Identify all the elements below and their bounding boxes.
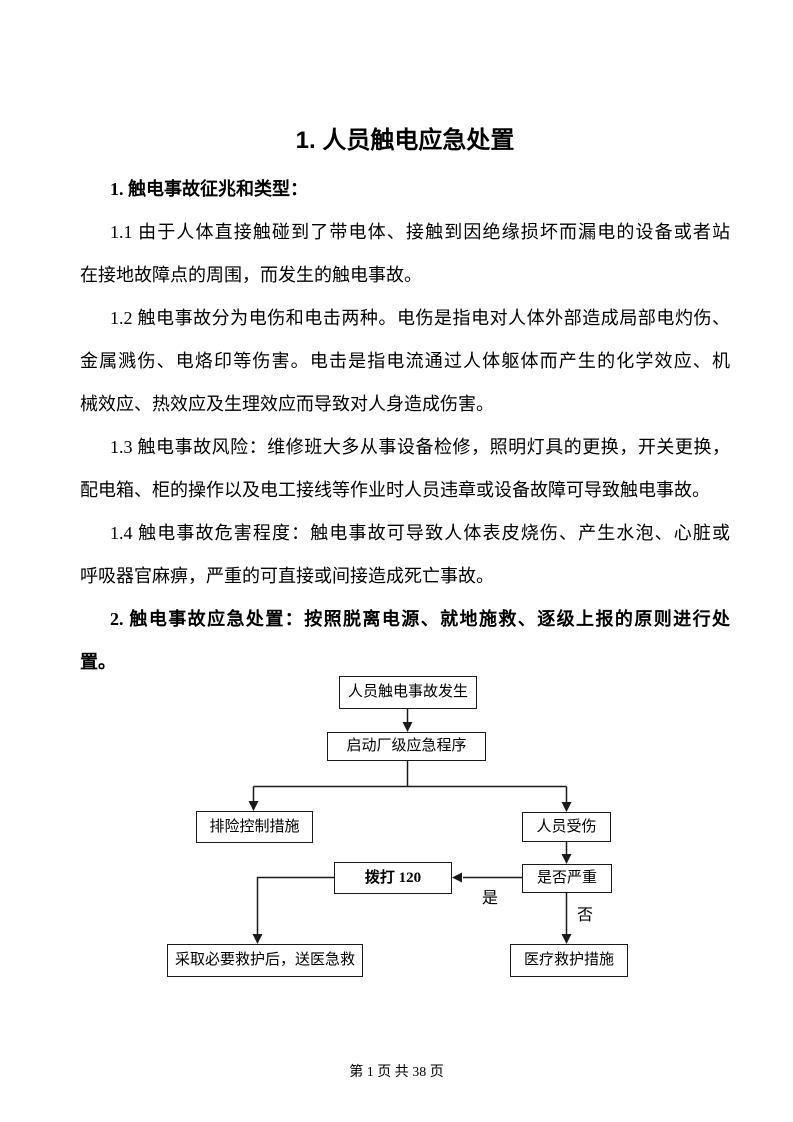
flow-node-personnel-injured: 人员受伤 [522,812,611,842]
section-heading-2: 2. 触电事故应急处置：按照脱离电源、就地施救、逐级上报的原则进行处 [110,609,730,629]
flow-node-start-emergency-procedure: 启动厂级应急程序 [327,732,486,761]
flow-node-risk-control-measures: 排险控制措施 [196,811,313,843]
paragraph-1-4-line: 呼吸器官麻痹，严重的可直接或间接造成死亡事故。 [80,566,494,586]
flow-node-label: 启动厂级应急程序 [346,738,467,754]
paragraph-1-2-line: 1.2 触电事故分为电伤和电击两种。电伤是指电对人体外部造成局部电灼伤、 [110,308,730,328]
flow-node-label: 采取必要救护后，送医急救 [174,952,355,968]
flow-node-medical-care-measures: 医疗救护措施 [510,944,628,977]
paragraph-1-2-line: 金属溅伤、电烙印等伤害。电击是指电流通过人体躯体而产生的化学效应、机 [80,351,730,371]
branch-label-no: 否 [577,907,594,924]
flow-node-call-120: 拨打 120 [334,862,452,894]
document-body: 1. 人员触电应急处置 1. 触电事故征兆和类型： 1.1 由于人体直接触碰到了… [80,124,730,684]
paragraph-1-3-line: 1.3 触电事故风险：维修班大多从事设备检修，照明灯具的更换，开关更换， [110,437,730,457]
flow-node-is-serious-decision: 是否严重 [522,864,612,893]
flow-node-rescue-then-hospital: 采取必要救护后，送医急救 [167,944,363,977]
body-text: 1. 触电事故征兆和类型： 1.1 由于人体直接触碰到了带电体、接触到因绝缘损坏… [80,168,730,684]
paragraph-1-2-line: 械效应、热效应及生理效应而导致对人身造成伤害。 [80,394,494,414]
flow-node-label: 拨打 120 [364,869,422,886]
flow-node-label: 是否严重 [536,870,597,886]
branch-label-yes: 是 [482,890,499,907]
paragraph-1-1-line: 1.1 由于人体直接触碰到了带电体、接触到因绝缘损坏而漏电的设备或者站 [110,222,730,242]
page-number-footer: 第 1 页 共 38 页 [349,1065,444,1080]
paragraph-1-4-line: 1.4 触电事故危害程度：触电事故可导致人体表皮烧伤、产生水泡、心脏或 [110,523,730,543]
flow-node-accident-occurs: 人员触电事故发生 [339,676,477,709]
flow-node-label: 医疗救护措施 [523,952,614,968]
section-heading-1: 1. 触电事故征兆和类型： [110,179,308,199]
page-title: 1. 人员触电应急处置 [295,127,515,154]
section-heading-2: 置。 [80,652,116,672]
flow-node-label: 人员受伤 [536,818,597,835]
paragraph-1-1-line: 在接地故障点的周围，而发生的触电事故。 [80,265,422,285]
flow-node-label: 排险控制措施 [209,818,300,835]
paragraph-1-3-line: 配电箱、柜的操作以及电工接线等作业时人员违章或设备故障可导致触电事故。 [80,480,710,500]
flow-node-label: 人员触电事故发生 [347,684,468,700]
